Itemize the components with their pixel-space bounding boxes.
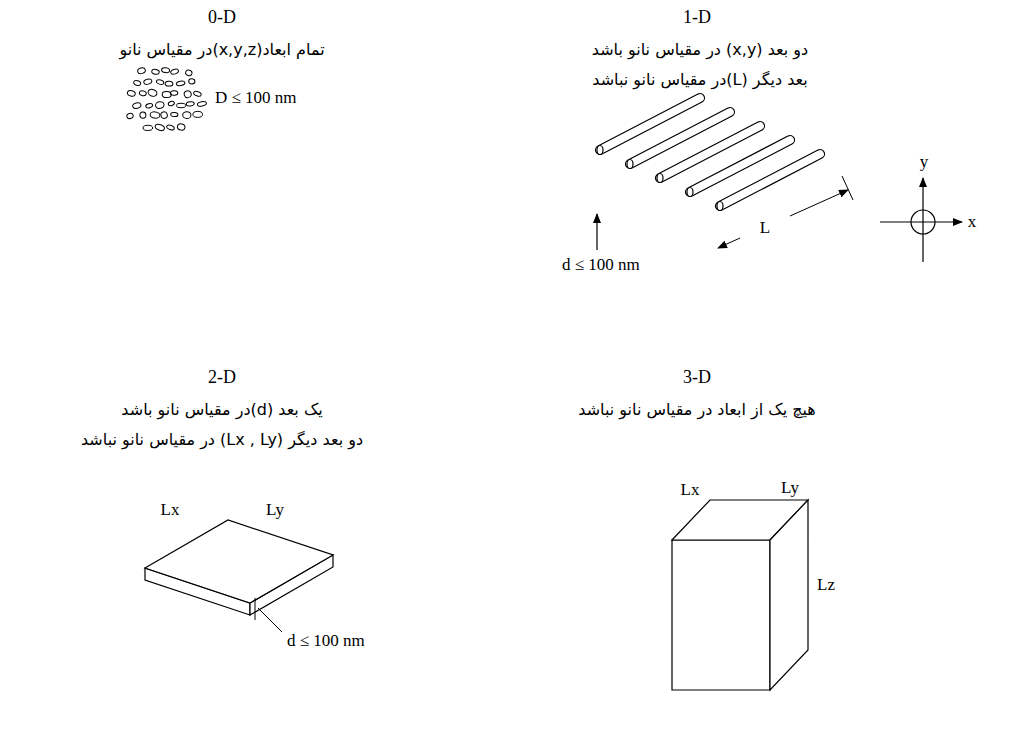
dimension-label: Ly: [266, 500, 284, 520]
nanorod: [626, 108, 735, 169]
nanoparticle: [186, 101, 194, 106]
dimension-line: [790, 190, 848, 216]
nanoparticles: [126, 67, 207, 132]
dimension-label: Lx: [681, 480, 700, 500]
dimension-line: [718, 238, 740, 248]
nanoparticle: [147, 88, 158, 97]
description: دو بعد دیگر (Lx , Ly) در مقیاس نانو نباش…: [81, 430, 363, 449]
nanoparticle: [177, 123, 186, 131]
nanoparticle: [161, 67, 170, 73]
description: هیچ یک از ابعاد در مقیاس نانو نباشد: [578, 400, 816, 419]
nanorod: [686, 136, 795, 197]
nanoparticle: [170, 68, 179, 75]
rod-end: [717, 202, 723, 211]
description: بعد دیگر (L)در مقیاس نانو نباشد: [592, 70, 807, 89]
description: یک بعد (d)در مقیاس نانو باشد: [121, 400, 322, 419]
nanoparticle: [176, 80, 185, 86]
nanorod: [716, 150, 825, 211]
axis-icon: [880, 178, 962, 262]
description: تمام ابعاد(x,y,z)در مقیاس نانو: [119, 40, 324, 59]
nanoparticle: [183, 90, 192, 99]
nanoparticle: [160, 111, 168, 119]
size-label: d ≤ 100 nm: [287, 631, 365, 651]
description: دو بعد (x,y) در مقیاس نانو باشد: [592, 40, 808, 59]
nanoparticle: [183, 112, 191, 119]
nanoparticle: [185, 69, 193, 76]
nanoparticle: [151, 69, 159, 75]
nanorod: [596, 94, 705, 155]
thickness-tick: [255, 598, 256, 620]
nanoparticle: [193, 90, 202, 97]
size-label: D ≤ 100 nm: [215, 88, 297, 108]
nanosheet: [145, 520, 333, 615]
nanoparticle: [168, 101, 175, 107]
dimension-label: L: [760, 218, 770, 238]
nanoparticle: [132, 102, 142, 109]
nanoparticle: [133, 80, 141, 87]
nanoparticle: [176, 103, 185, 107]
nanoparticle: [166, 124, 175, 131]
nanoparticle: [155, 101, 165, 109]
nanoparticle: [140, 112, 146, 118]
nanorod: [656, 122, 765, 183]
nanoparticle: [139, 90, 147, 96]
nanoparticle: [143, 78, 152, 85]
nanoparticle: [154, 123, 165, 132]
leader-line: [258, 608, 282, 632]
nanoparticle: [127, 90, 136, 97]
rod-end: [597, 146, 603, 155]
nanoparticle: [197, 101, 207, 107]
size-label: d ≤ 100 nm: [562, 255, 640, 275]
dimension-label: Lz: [817, 575, 835, 595]
nanoparticle: [143, 125, 153, 130]
nanoparticle: [137, 67, 146, 75]
rod-end: [657, 174, 663, 183]
nanoparticle: [150, 111, 160, 118]
dimension-label: Lx: [161, 500, 180, 520]
dimension-heading: 3-D: [683, 367, 711, 389]
nanorods: [596, 94, 825, 211]
nanoparticle: [165, 81, 173, 86]
nanoparticle: [171, 112, 178, 116]
nanoparticle: [193, 111, 203, 117]
rod-end: [627, 160, 633, 169]
nanoparticle: [188, 78, 195, 84]
axis-label: y: [920, 152, 929, 172]
dimension-heading: 1-D: [683, 7, 711, 29]
dimension-heading: 0-D: [208, 7, 236, 29]
axis-label: x: [968, 212, 977, 232]
nanoparticle: [162, 91, 171, 97]
dimension-label: Ly: [781, 478, 799, 498]
extension-line: [842, 176, 853, 200]
nanoparticle: [156, 79, 164, 85]
nanoparticle: [145, 103, 153, 109]
rod-end: [687, 188, 693, 197]
nanoparticle: [126, 113, 134, 120]
size-arrow: [596, 214, 597, 250]
bulk-cube: [672, 500, 808, 690]
nanoparticle: [170, 90, 178, 95]
dimension-heading: 2-D: [208, 367, 236, 389]
